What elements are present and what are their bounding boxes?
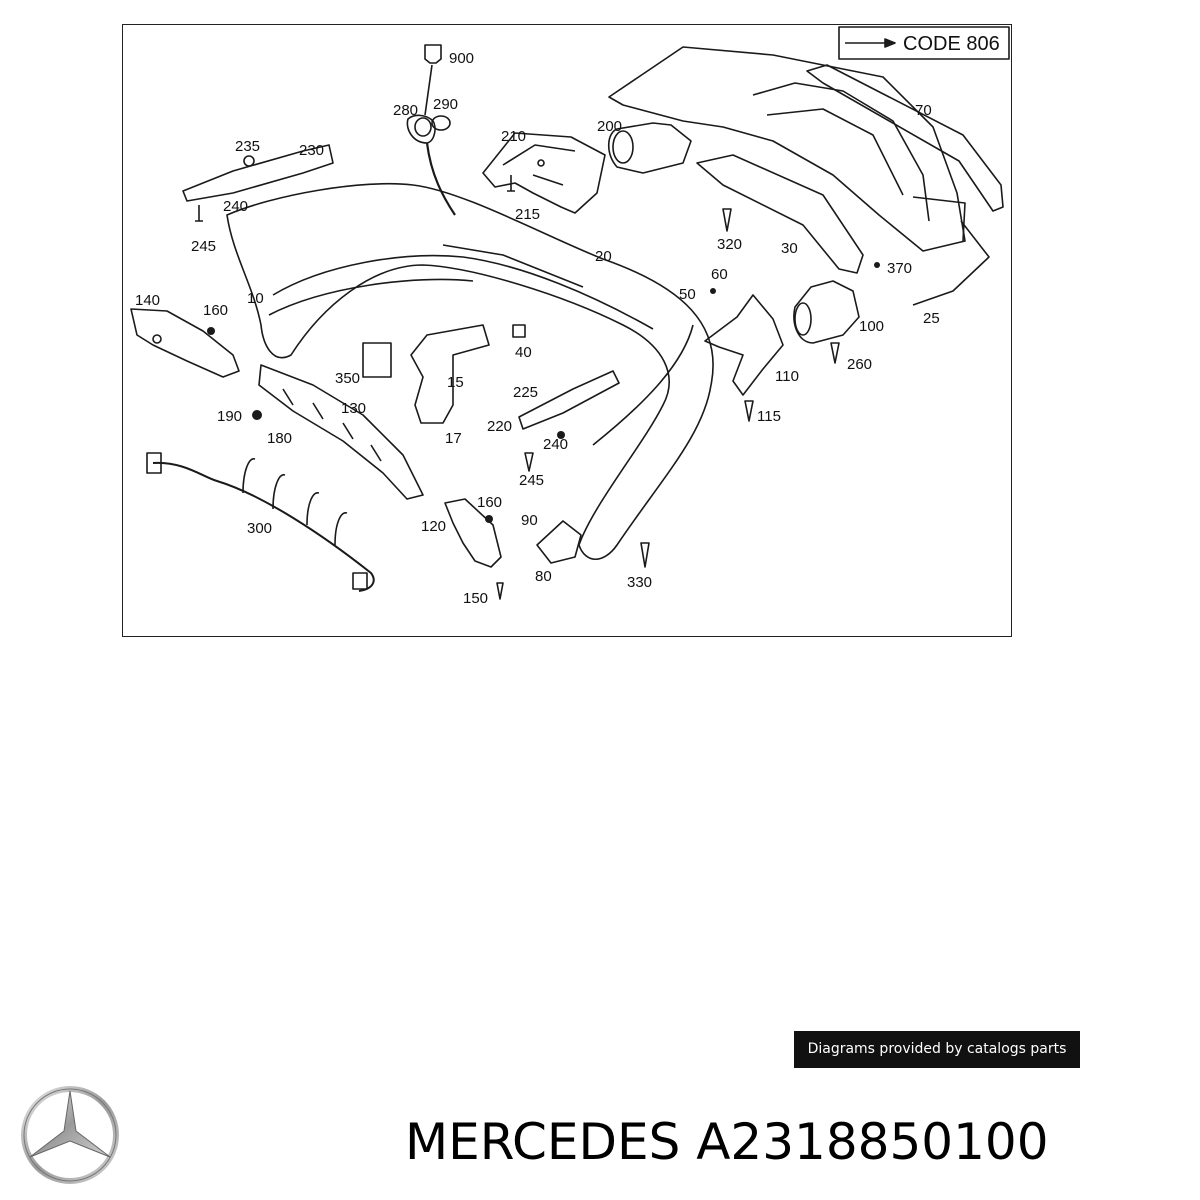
callout-200: 200 bbox=[597, 118, 622, 135]
callout-150: 150 bbox=[463, 590, 488, 607]
retainer-230 bbox=[182, 144, 334, 202]
bracket-210 bbox=[482, 132, 606, 214]
code-806-label: CODE 806 bbox=[903, 33, 1000, 55]
callout-180: 180 bbox=[267, 430, 292, 447]
mount-bracket-15 bbox=[410, 324, 490, 424]
callout-20: 20 bbox=[595, 248, 612, 265]
wiring-harness-300 bbox=[152, 461, 375, 592]
part-title: MERCEDES A2318850100 bbox=[405, 1113, 1049, 1171]
upper-panel bbox=[608, 46, 966, 252]
bracket-140 bbox=[130, 308, 240, 378]
callout-50: 50 bbox=[679, 286, 696, 303]
callout-245-left: 245 bbox=[191, 238, 216, 255]
bracket-120 bbox=[444, 498, 502, 568]
callout-160-left: 160 bbox=[203, 302, 228, 319]
callout-280: 280 bbox=[393, 102, 418, 119]
callout-330: 330 bbox=[627, 574, 652, 591]
callout-230: 230 bbox=[299, 142, 324, 159]
callout-60: 60 bbox=[711, 266, 728, 283]
callout-15: 15 bbox=[447, 374, 464, 391]
callout-30: 30 bbox=[781, 240, 798, 257]
callout-80: 80 bbox=[535, 568, 552, 585]
diffuser-insert-30 bbox=[696, 154, 864, 274]
callout-160-right: 160 bbox=[477, 494, 502, 511]
callout-350: 350 bbox=[335, 370, 360, 387]
callout-10: 10 bbox=[247, 290, 264, 307]
exhaust-tip-200 bbox=[607, 122, 692, 174]
callout-115: 115 bbox=[757, 408, 781, 425]
callout-70: 70 bbox=[915, 102, 932, 119]
callout-240-left: 240 bbox=[223, 198, 248, 215]
bumper-exploded-view: CODE 806 900 280 290 210 200 70 235 230 … bbox=[130, 26, 1010, 607]
callout-320: 320 bbox=[717, 236, 742, 253]
callout-370: 370 bbox=[887, 260, 912, 277]
bracket-110 bbox=[704, 294, 784, 396]
parts-diagram: CODE 806 900 280 290 210 200 70 235 230 … bbox=[122, 24, 1012, 637]
bracket-80 bbox=[536, 520, 582, 564]
callout-210: 210 bbox=[501, 128, 526, 145]
callout-300: 300 bbox=[247, 520, 272, 537]
callout-900: 900 bbox=[449, 50, 474, 67]
callout-225: 225 bbox=[513, 384, 538, 401]
callout-260: 260 bbox=[847, 356, 872, 373]
trim-strip-70 bbox=[806, 64, 1004, 212]
callout-235: 235 bbox=[235, 138, 260, 155]
callout-140: 140 bbox=[135, 292, 160, 309]
callout-290: 290 bbox=[433, 96, 458, 113]
callout-25: 25 bbox=[923, 310, 940, 327]
bumper-cover-10 bbox=[226, 182, 714, 561]
sensor-clip-900 bbox=[424, 44, 442, 64]
callout-17: 17 bbox=[445, 430, 462, 447]
callout-130: 130 bbox=[341, 400, 366, 417]
callout-90: 90 bbox=[521, 512, 538, 529]
callout-40: 40 bbox=[515, 344, 532, 361]
callout-245-right: 245 bbox=[519, 472, 544, 489]
absorber-130 bbox=[258, 364, 424, 500]
callout-120: 120 bbox=[421, 518, 446, 535]
callout-110: 110 bbox=[775, 368, 799, 385]
callout-100: 100 bbox=[859, 318, 884, 335]
credit-banner: Diagrams provided by catalogs parts bbox=[794, 1031, 1080, 1068]
callout-220: 220 bbox=[487, 418, 512, 435]
lower-lip-25 bbox=[912, 220, 990, 306]
callout-215: 215 bbox=[515, 206, 540, 223]
exhaust-tip-100 bbox=[793, 280, 860, 344]
retainer-220 bbox=[518, 370, 620, 430]
callout-190: 190 bbox=[217, 408, 242, 425]
callout-240-right: 240 bbox=[543, 436, 568, 453]
mercedes-star-icon bbox=[21, 1086, 119, 1184]
